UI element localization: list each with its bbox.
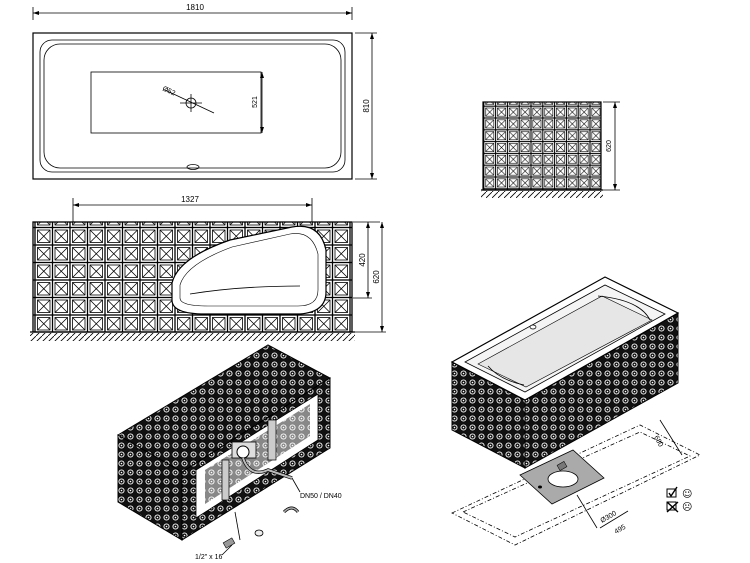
floor-depth-dimension: 680 (652, 435, 664, 449)
height-dimension: 620 (372, 270, 381, 284)
happy-face-icon: ☺ (682, 489, 692, 500)
end-height-dimension: 620 (606, 140, 613, 152)
cross-box-icon (666, 501, 679, 513)
sad-face-icon: ☹ (682, 502, 692, 513)
depth-dimension: 420 (358, 253, 367, 267)
drain-size-label: DN50 / DN40 (300, 493, 342, 500)
sump-depth-dimension: 521 (252, 96, 259, 108)
installation-view: DN50 / DN40 1/2" x 16 (117, 344, 342, 561)
top-view: 1810 Ø52 521 810 (32, 3, 377, 180)
width-dimension: 810 (362, 99, 371, 113)
check-box-icon (666, 486, 678, 498)
connector-label: 1/2" x 16 (195, 554, 222, 561)
length-dimension: 1810 (186, 3, 204, 12)
cutout-width: 495 (614, 524, 628, 536)
bath-isometric: 680 Ø300 495 (450, 276, 701, 546)
front-elevation: 1327 420 620 (30, 195, 386, 341)
drain-diameter: Ø52 (161, 85, 176, 97)
interior-length-dimension: 1327 (181, 195, 199, 204)
end-elevation: 620 (481, 101, 620, 198)
legend: ☺ ☹ (666, 486, 692, 513)
